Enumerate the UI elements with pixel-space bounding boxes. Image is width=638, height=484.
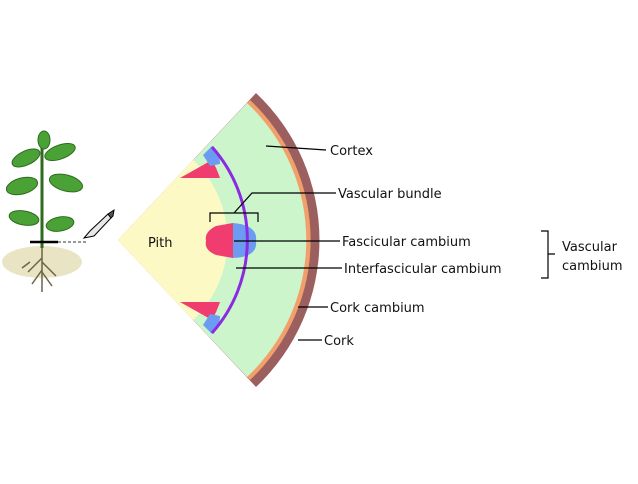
vascular-cambium-arc <box>210 146 249 334</box>
vascular-cambium-label-line2: cambium <box>562 259 623 274</box>
cork-label: Cork <box>324 334 354 349</box>
vascular-bundle-label: Vascular bundle <box>338 187 442 202</box>
vascular-cambium-brace <box>541 230 555 279</box>
cortex-leader <box>265 145 327 151</box>
scalpel-icon <box>82 208 115 239</box>
xylem <box>205 223 233 258</box>
cortex-label: Cortex <box>330 144 373 159</box>
roots <box>21 248 57 292</box>
fascicular-cambium-label: Fascicular cambium <box>342 235 471 250</box>
vascular-bundle-leader <box>233 192 336 214</box>
interfascicular-cambium-label: Interfascicular cambium <box>344 262 502 277</box>
leaves <box>5 130 84 232</box>
pith-label: Pith <box>148 236 173 251</box>
pith-region <box>118 160 228 320</box>
vascular-cambium-label-line1: Vascular <box>562 240 618 255</box>
plant-seedling-icon <box>2 130 86 292</box>
cork-cambium-label: Cork cambium <box>330 301 425 316</box>
